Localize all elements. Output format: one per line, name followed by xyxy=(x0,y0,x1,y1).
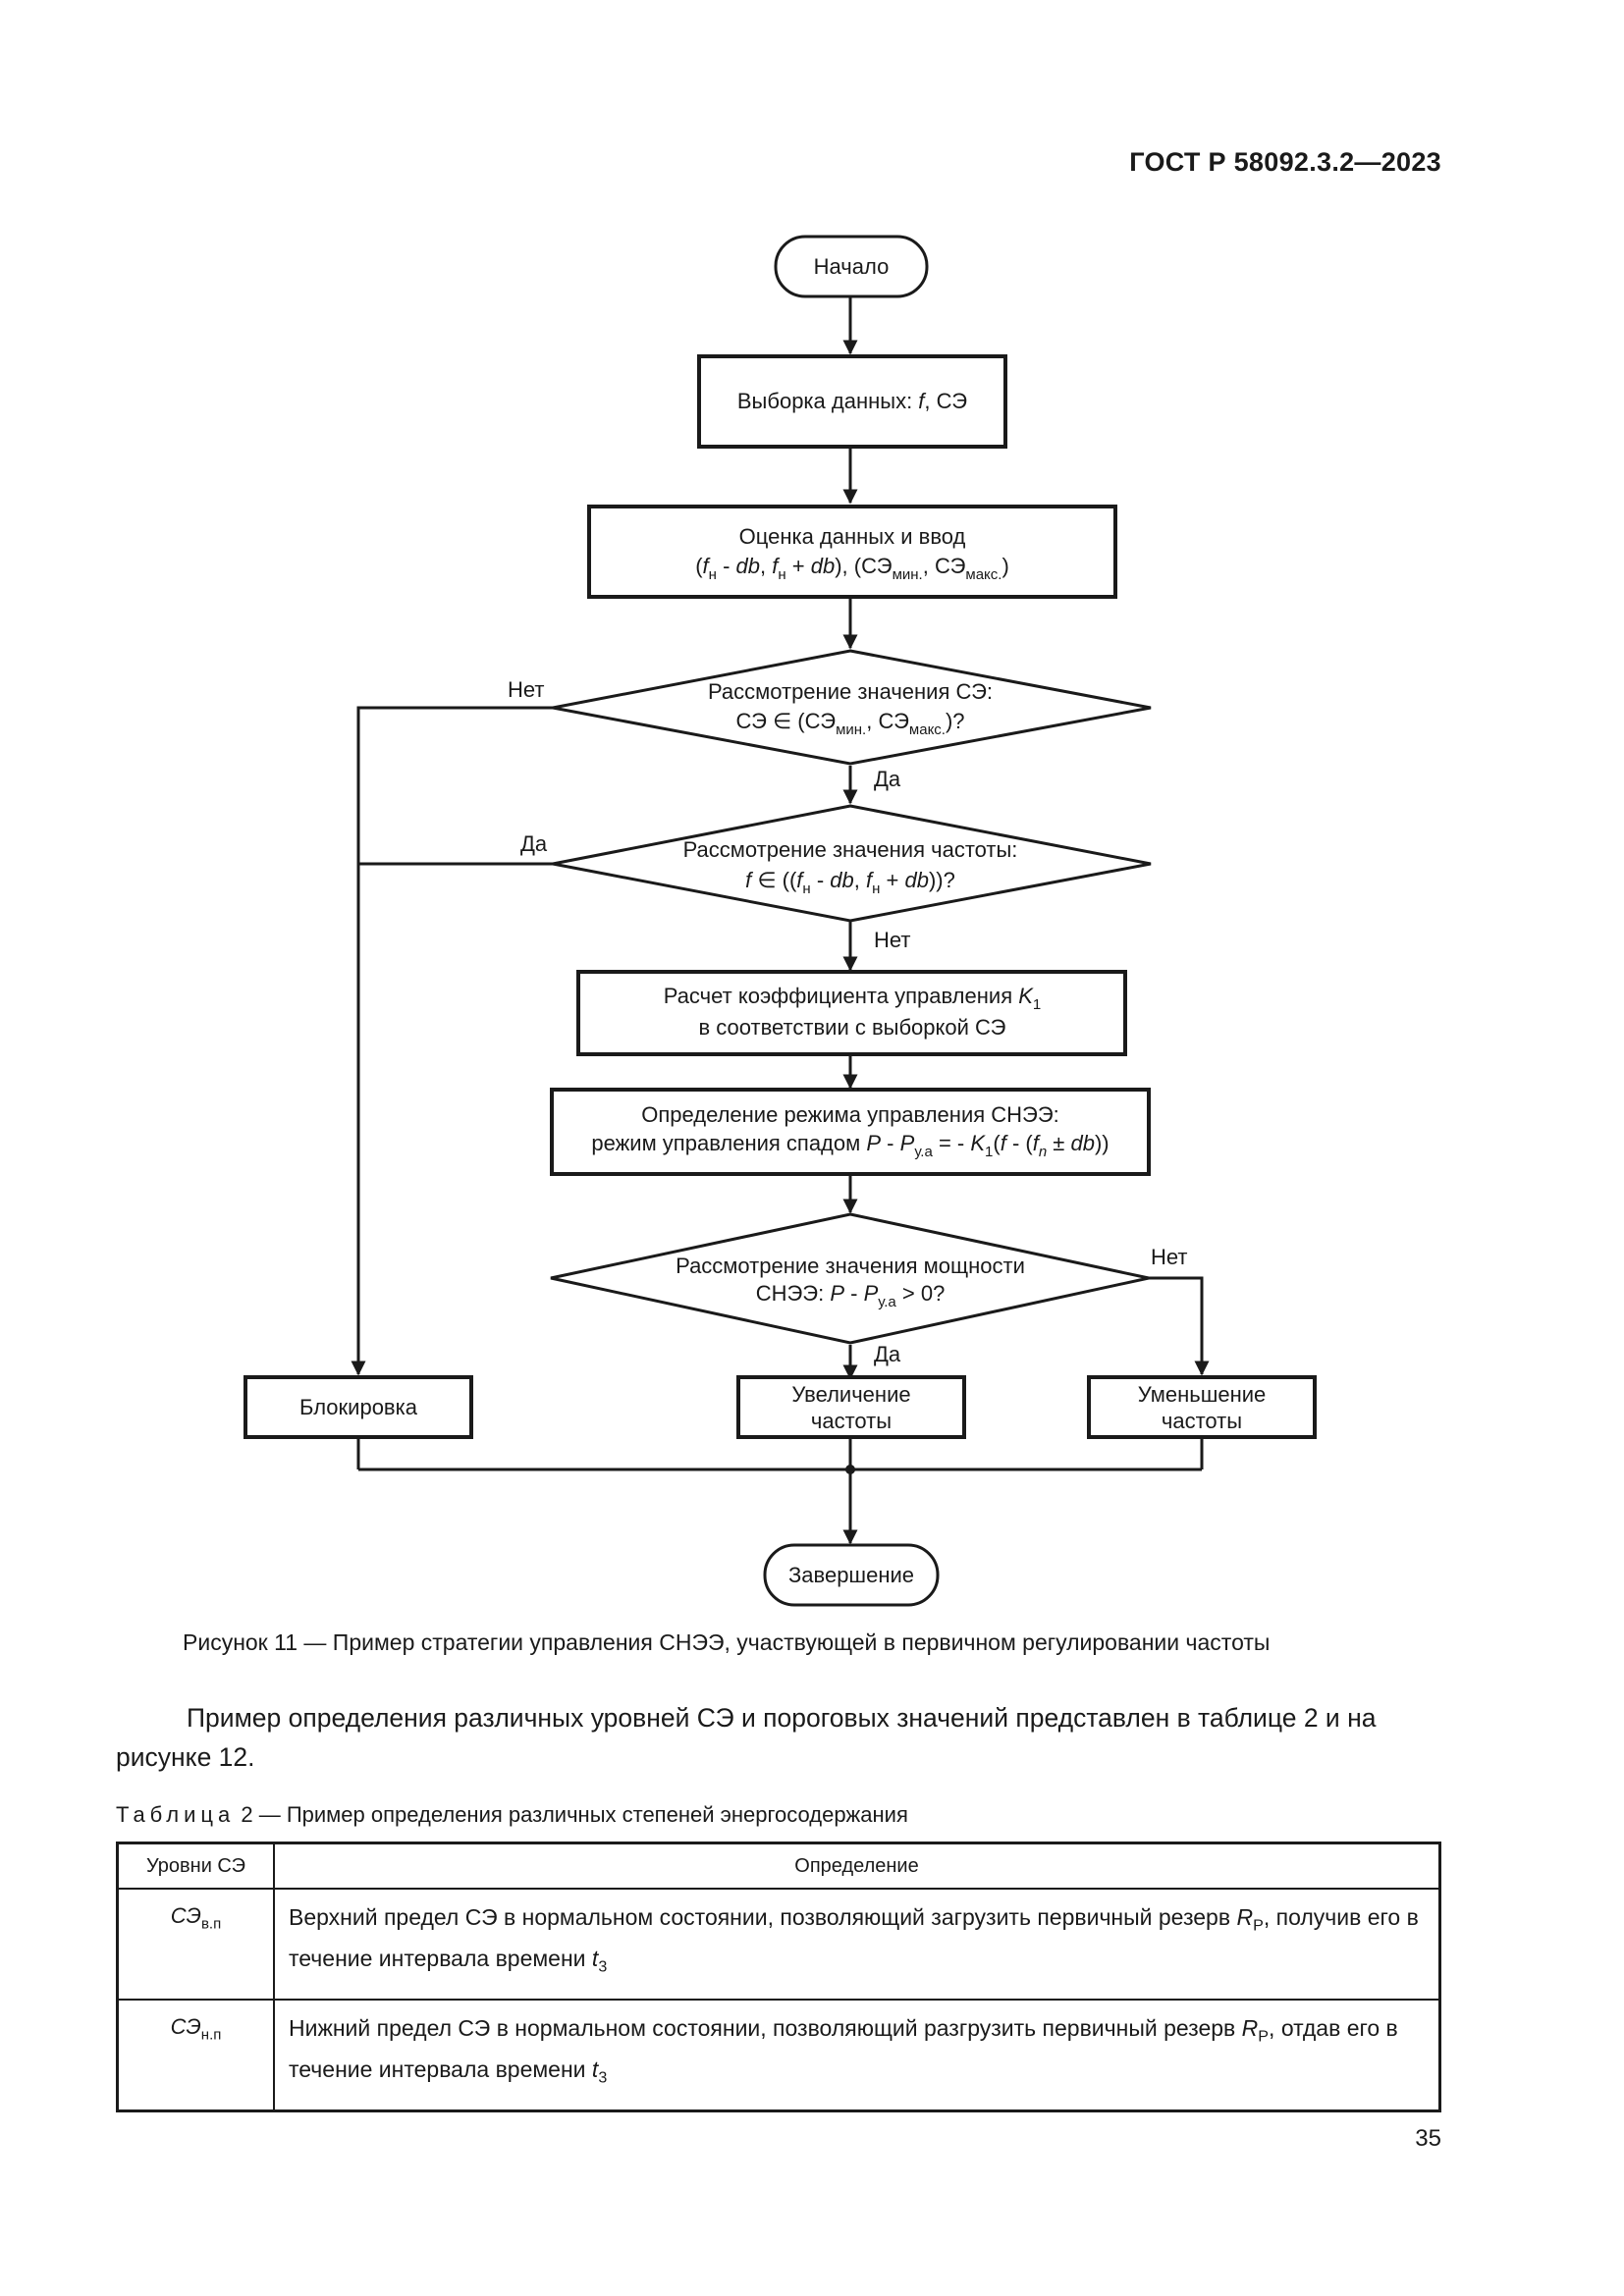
increase-line2: частоты xyxy=(811,1409,892,1433)
control-mode-box: Определение режима управления СНЭЭ: режи… xyxy=(550,1088,1151,1176)
data-sample-label: Выборка данных: f, СЭ xyxy=(737,389,967,413)
assessment-line1: Оценка данных и ввод xyxy=(739,524,966,549)
decrease-line1: Уменьшение xyxy=(1138,1382,1267,1407)
definitions-table: Уровни СЭ Определение СЭв.п Верхний пред… xyxy=(116,1842,1441,2113)
end-terminal: Завершение xyxy=(763,1543,940,1607)
table-header-row: Уровни СЭ Определение xyxy=(116,1842,1441,1890)
label-yes-1: Да xyxy=(874,767,901,791)
flowchart: Начало Выборка данных: f, СЭ Оценка данн… xyxy=(244,235,1317,1607)
start-terminal: Начало xyxy=(774,235,929,298)
assessment-line2: (fн - db, fн + db), (СЭмин., СЭмакс.) xyxy=(695,554,1009,583)
branch-labels: Нет Да Да Нет Нет Да xyxy=(508,677,1187,1366)
level-cell: СЭн.п xyxy=(116,1999,275,2112)
coefficient-line1: Расчет коэффициента управления K1 xyxy=(664,984,1042,1013)
header-definition: Определение xyxy=(273,1842,1441,1890)
label-no-3: Нет xyxy=(1151,1245,1187,1269)
decision-charge-level: Рассмотрение значения СЭ: СЭ ∈ (СЭмин., … xyxy=(552,649,1152,766)
table-caption-word: Таблица xyxy=(116,1802,236,1827)
increase-line1: Увеличение xyxy=(791,1382,910,1407)
level-cell: СЭв.п xyxy=(116,1887,275,2002)
coefficient-box: Расчет коэффициента управления K1 в соот… xyxy=(576,970,1127,1056)
flow-connectors xyxy=(351,297,1210,1545)
label-yes-2: Да xyxy=(520,831,548,856)
label-no-1: Нет xyxy=(508,677,544,702)
decision-frequency: Рассмотрение значения частоты: f ∈ ((fн … xyxy=(552,804,1152,923)
end-label: Завершение xyxy=(788,1563,914,1587)
mode-line1: Определение режима управления СНЭЭ: xyxy=(641,1102,1059,1127)
block-box: Блокировка xyxy=(244,1375,473,1439)
decrease-line2: частоты xyxy=(1162,1409,1242,1433)
header-levels: Уровни СЭ xyxy=(116,1842,275,1890)
body-paragraph: Пример определения различных уровней СЭ … xyxy=(116,1703,1377,1772)
definition-cell: Нижний предел СЭ в нормальном состоянии,… xyxy=(273,1999,1441,2112)
label-no-2: Нет xyxy=(874,928,910,952)
figure-caption: Рисунок 11 — Пример стратегии управления… xyxy=(183,1629,1271,1655)
data-sample-box: Выборка данных: f, СЭ xyxy=(697,354,1007,449)
data-assessment-box: Оценка данных и ввод (fн - db, fн + db),… xyxy=(587,505,1117,599)
mode-line2: режим управления спадом P - Pу.а = - K1(… xyxy=(591,1131,1109,1160)
page-number: 35 xyxy=(1415,2125,1441,2152)
block-label: Блокировка xyxy=(299,1395,418,1419)
label-yes-3: Да xyxy=(874,1342,901,1366)
decision2-line2: f ∈ ((fн - db, fн + db))? xyxy=(745,868,955,897)
document-code: ГОСТ Р 58092.3.2—2023 xyxy=(1129,147,1441,177)
increase-frequency-box: Увеличение частоты xyxy=(736,1375,966,1439)
definition-cell: Верхний предел СЭ в нормальном состоянии… xyxy=(273,1887,1441,2002)
decrease-frequency-box: Уменьшение частоты xyxy=(1087,1375,1317,1439)
table-row: СЭв.п Верхний предел СЭ в нормальном сос… xyxy=(116,1887,1441,2002)
table-caption-text: 2 — Пример определения различных степене… xyxy=(235,1802,908,1827)
coefficient-line2: в соответствии с выборкой СЭ xyxy=(699,1015,1006,1040)
table-row: СЭн.п Нижний предел СЭ в нормальном сост… xyxy=(116,1999,1441,2112)
decision3-line1: Рассмотрение значения мощности xyxy=(676,1254,1025,1278)
decision2-line1: Рассмотрение значения частоты: xyxy=(683,837,1018,862)
decision1-line1: Рассмотрение значения СЭ: xyxy=(708,679,993,704)
decision-power: Рассмотрение значения мощности СНЭЭ: P -… xyxy=(550,1212,1150,1345)
start-label: Начало xyxy=(814,254,890,279)
decision1-line2: СЭ ∈ (СЭмин., СЭмакс.)? xyxy=(735,709,964,738)
table-caption: Таблица 2 — Пример определения различных… xyxy=(116,1802,908,1828)
decision3-line2: СНЭЭ: P - Pу.а > 0? xyxy=(756,1281,946,1310)
